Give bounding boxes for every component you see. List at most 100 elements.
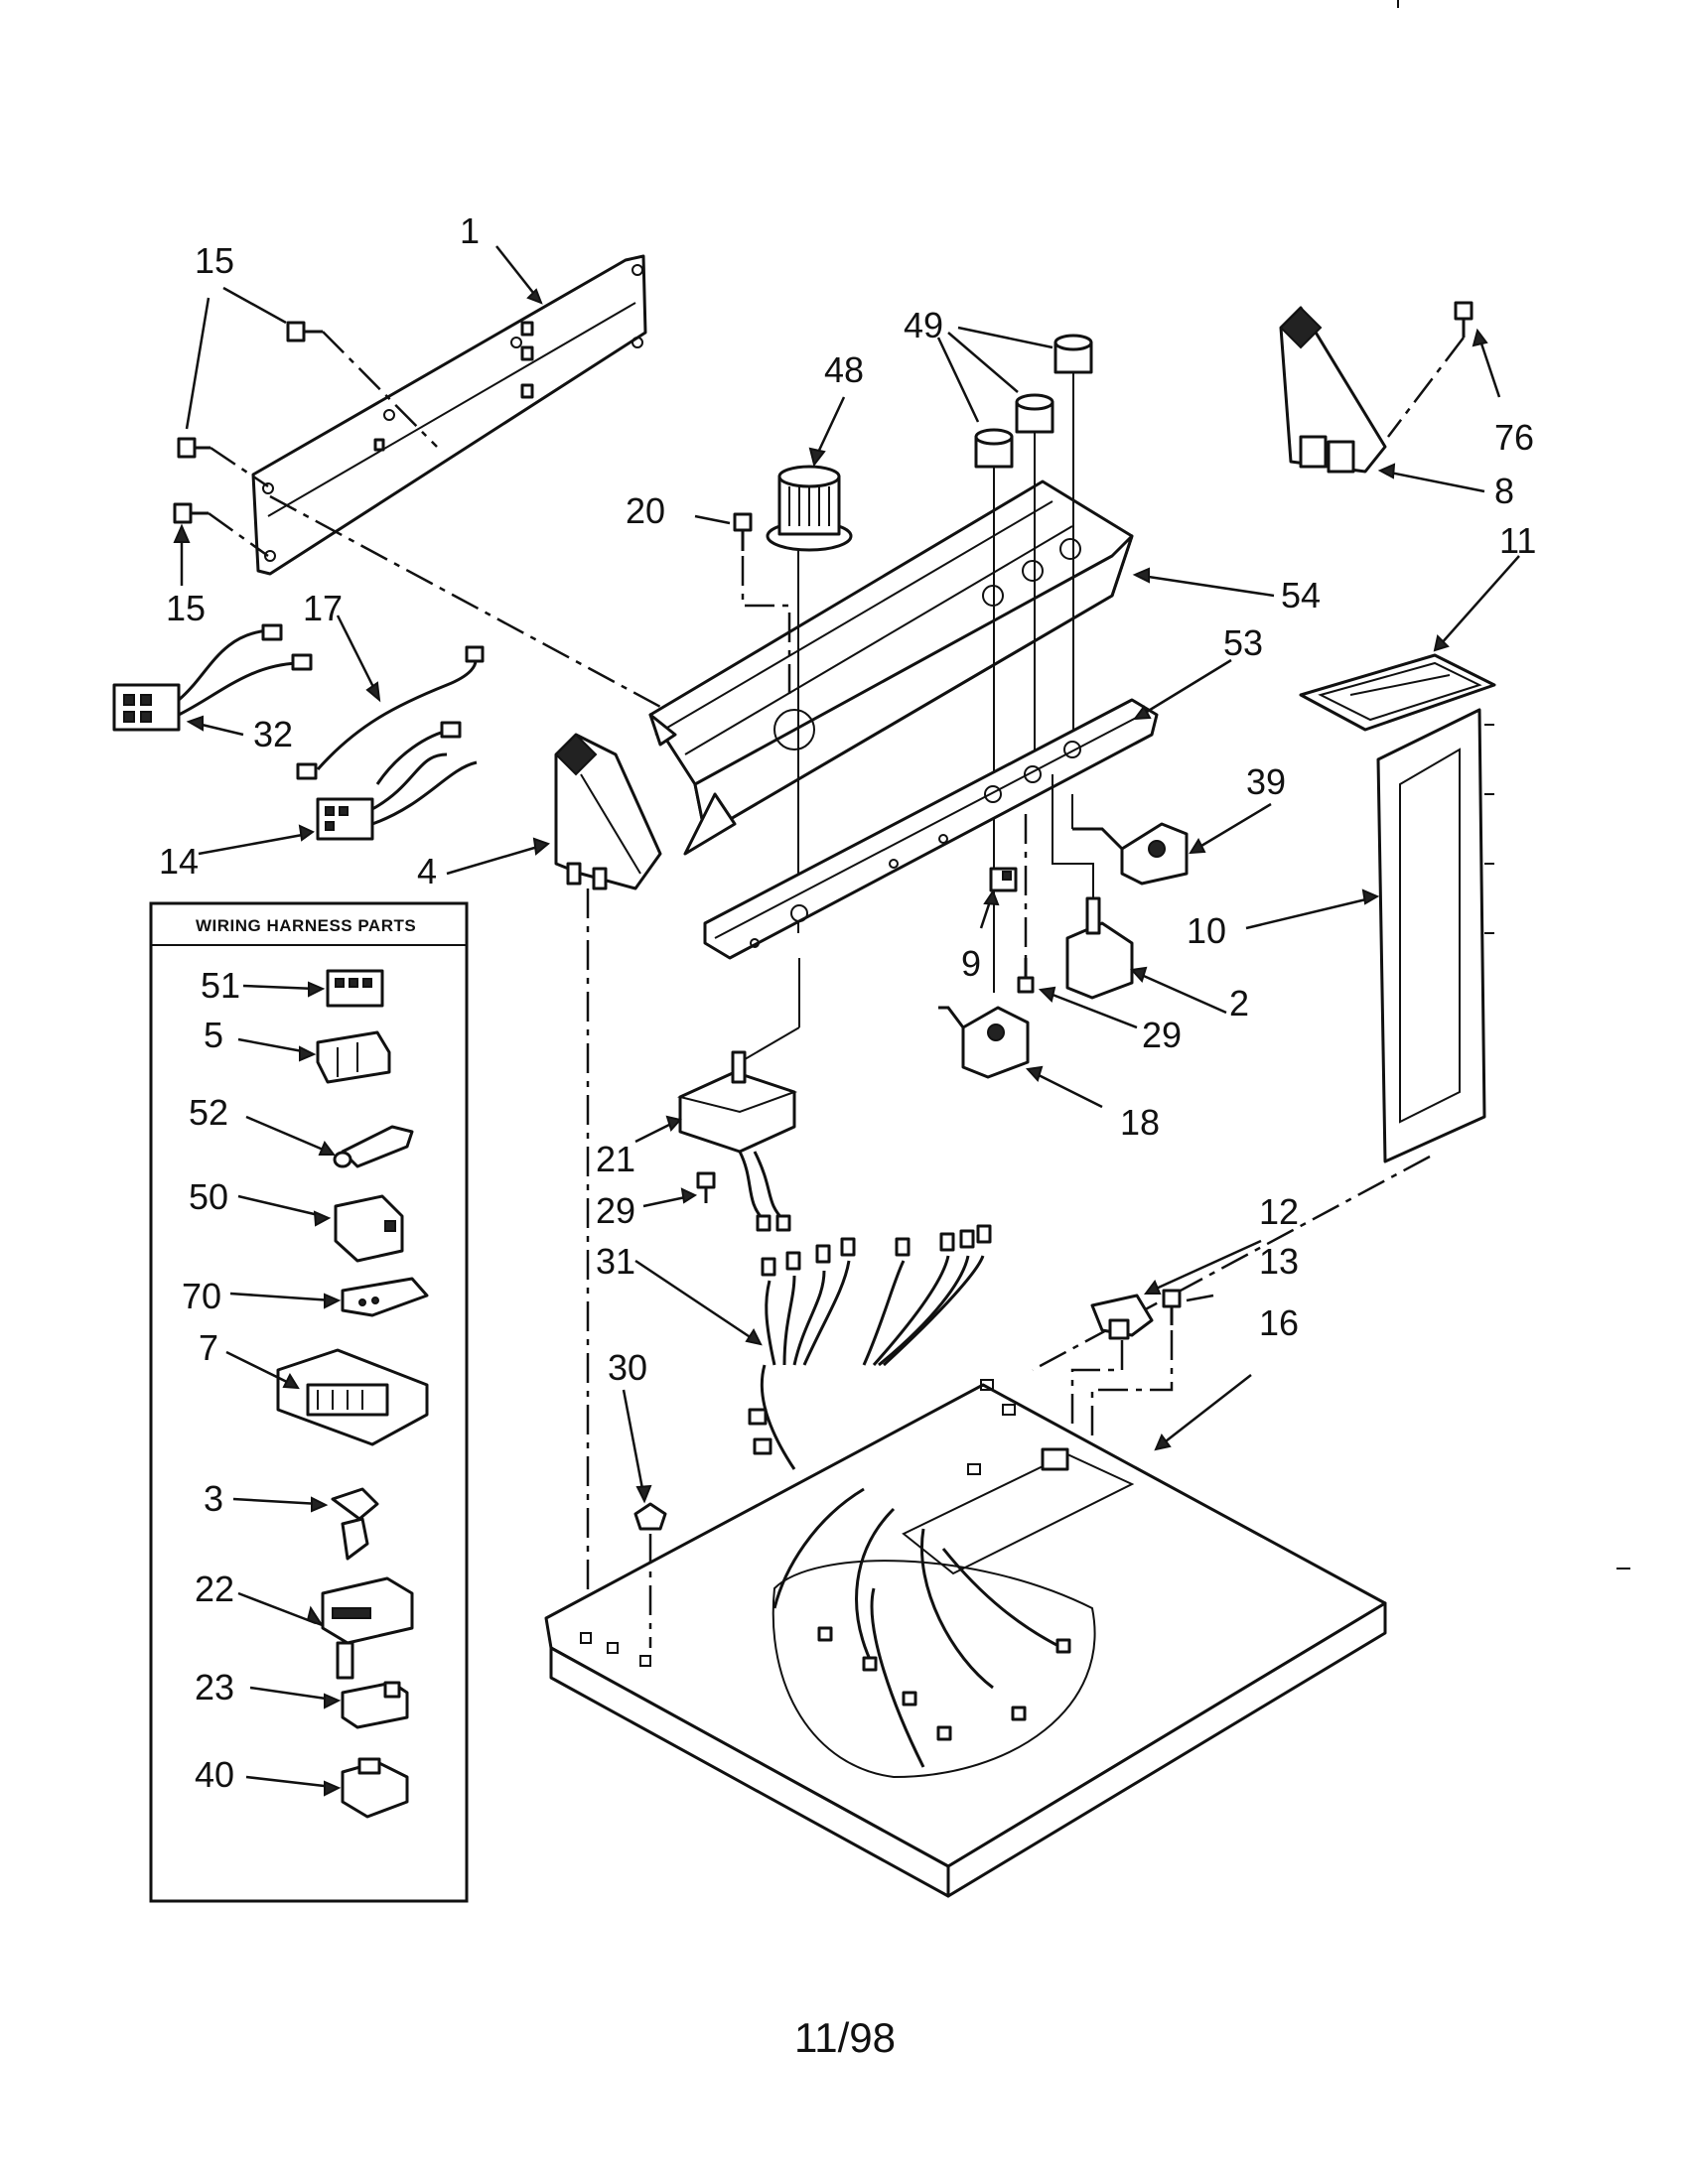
wire-harness-17 <box>296 645 485 785</box>
screw-76 <box>1454 301 1474 338</box>
leader-29-lower <box>642 1194 691 1208</box>
screw-15-mid <box>177 437 210 459</box>
harness-32 <box>112 623 313 732</box>
leader-48 <box>814 396 846 458</box>
leader-13 <box>1186 1294 1214 1302</box>
footer-date: 11/98 <box>794 2014 896 2061</box>
console-54 <box>648 479 1134 856</box>
harness-50 <box>334 1194 404 1263</box>
callout-8: 8 <box>1494 471 1514 511</box>
callout-15b: 15 <box>166 588 206 628</box>
clip-30 <box>633 1502 667 1531</box>
leader-2 <box>1136 971 1227 1015</box>
wire-bundle-31 <box>748 1224 992 1470</box>
leader-12 <box>1151 1239 1262 1293</box>
leader-5 <box>237 1037 309 1054</box>
harness-40 <box>341 1757 409 1819</box>
harness-item-22: 22 <box>195 1569 234 1609</box>
harness-parts-box <box>149 901 469 1903</box>
leader-16 <box>1161 1374 1252 1445</box>
cabinet-top-16 <box>544 1379 1387 1898</box>
switch-2 <box>1065 896 1134 1000</box>
screw-20 <box>733 512 753 551</box>
leader-50 <box>237 1194 324 1218</box>
leader-18 <box>1032 1070 1103 1109</box>
harness-item-40: 40 <box>195 1754 234 1795</box>
callout-21: 21 <box>596 1139 635 1179</box>
callout-20: 20 <box>626 490 665 531</box>
frame-10 <box>1376 708 1494 1163</box>
harness-52 <box>333 1125 414 1168</box>
screw-path-mid <box>210 446 269 488</box>
screw-path-low <box>208 511 269 558</box>
harness-item-52: 52 <box>189 1092 228 1133</box>
switch-2-link <box>1052 774 1094 898</box>
leader-54 <box>1141 574 1275 598</box>
harness-3 <box>331 1487 379 1561</box>
callout-9: 9 <box>961 943 981 984</box>
clip-9 <box>989 867 1018 892</box>
harness-23 <box>341 1681 409 1729</box>
callout-2: 2 <box>1229 983 1249 1024</box>
harness-70 <box>341 1277 429 1317</box>
harness-item-23: 23 <box>195 1667 234 1707</box>
callout-13: 13 <box>1259 1241 1299 1282</box>
leader-17 <box>336 614 379 696</box>
screw-29-lower <box>696 1171 716 1203</box>
knob-49-2 <box>1015 393 1054 434</box>
end-cap-8 <box>1279 306 1387 474</box>
leader-70 <box>229 1292 334 1302</box>
leader-11 <box>1439 555 1520 646</box>
harness-item-7: 7 <box>199 1327 218 1368</box>
knob-49-3 <box>1053 334 1093 374</box>
channel-to-timer-2 <box>739 1026 800 1063</box>
channel-53 <box>703 698 1159 960</box>
leader-10 <box>1245 896 1371 930</box>
callout-11: 11 <box>1499 520 1536 561</box>
callout-4: 4 <box>417 851 437 891</box>
leader-4 <box>446 844 542 876</box>
harness-14 <box>316 752 478 841</box>
screw-13 <box>1162 1289 1182 1325</box>
harness-item-3: 3 <box>204 1478 223 1519</box>
leader-76 <box>1477 337 1501 398</box>
harness-item-50: 50 <box>189 1176 228 1217</box>
screw-15-top <box>286 321 323 342</box>
callout-39: 39 <box>1246 761 1286 802</box>
rear-panel-bracket <box>251 254 647 576</box>
leader-21 <box>634 1120 676 1144</box>
harness-box-title: WIRING HARNESS PARTS <box>196 916 416 935</box>
callout-29a: 29 <box>1142 1015 1182 1055</box>
leader-3 <box>232 1497 321 1506</box>
callout-10: 10 <box>1187 910 1226 951</box>
leader-29-upper <box>1047 991 1138 1029</box>
harness-item-5: 5 <box>204 1015 223 1055</box>
clip-12 <box>1090 1294 1154 1340</box>
harness-item-51: 51 <box>201 965 240 1006</box>
harness-51 <box>326 969 384 1008</box>
leader-23 <box>249 1686 334 1702</box>
knob-48 <box>766 465 853 552</box>
callout-14: 14 <box>159 841 199 882</box>
harness-22 <box>321 1576 414 1680</box>
leader-51 <box>242 984 317 991</box>
callout-29b: 29 <box>596 1190 635 1231</box>
callout-17: 17 <box>303 588 343 628</box>
harness-item-70: 70 <box>182 1276 221 1316</box>
callout-54: 54 <box>1281 575 1321 615</box>
leader-14 <box>198 832 309 856</box>
leader-39 <box>1195 802 1272 851</box>
leader-31 <box>634 1259 756 1342</box>
callout-53: 53 <box>1223 622 1263 663</box>
callout-12: 12 <box>1259 1191 1299 1232</box>
screw-13-path <box>1090 1330 1174 1439</box>
screw-29-upper <box>1017 958 1035 994</box>
callout-48: 48 <box>824 349 864 390</box>
screw-path-top <box>322 331 438 448</box>
harness-7 <box>276 1348 429 1446</box>
callout-18: 18 <box>1120 1102 1160 1143</box>
switch-18 <box>938 1006 1030 1079</box>
leader-49-3 <box>957 326 1053 349</box>
leader-15a-2 <box>185 297 210 430</box>
